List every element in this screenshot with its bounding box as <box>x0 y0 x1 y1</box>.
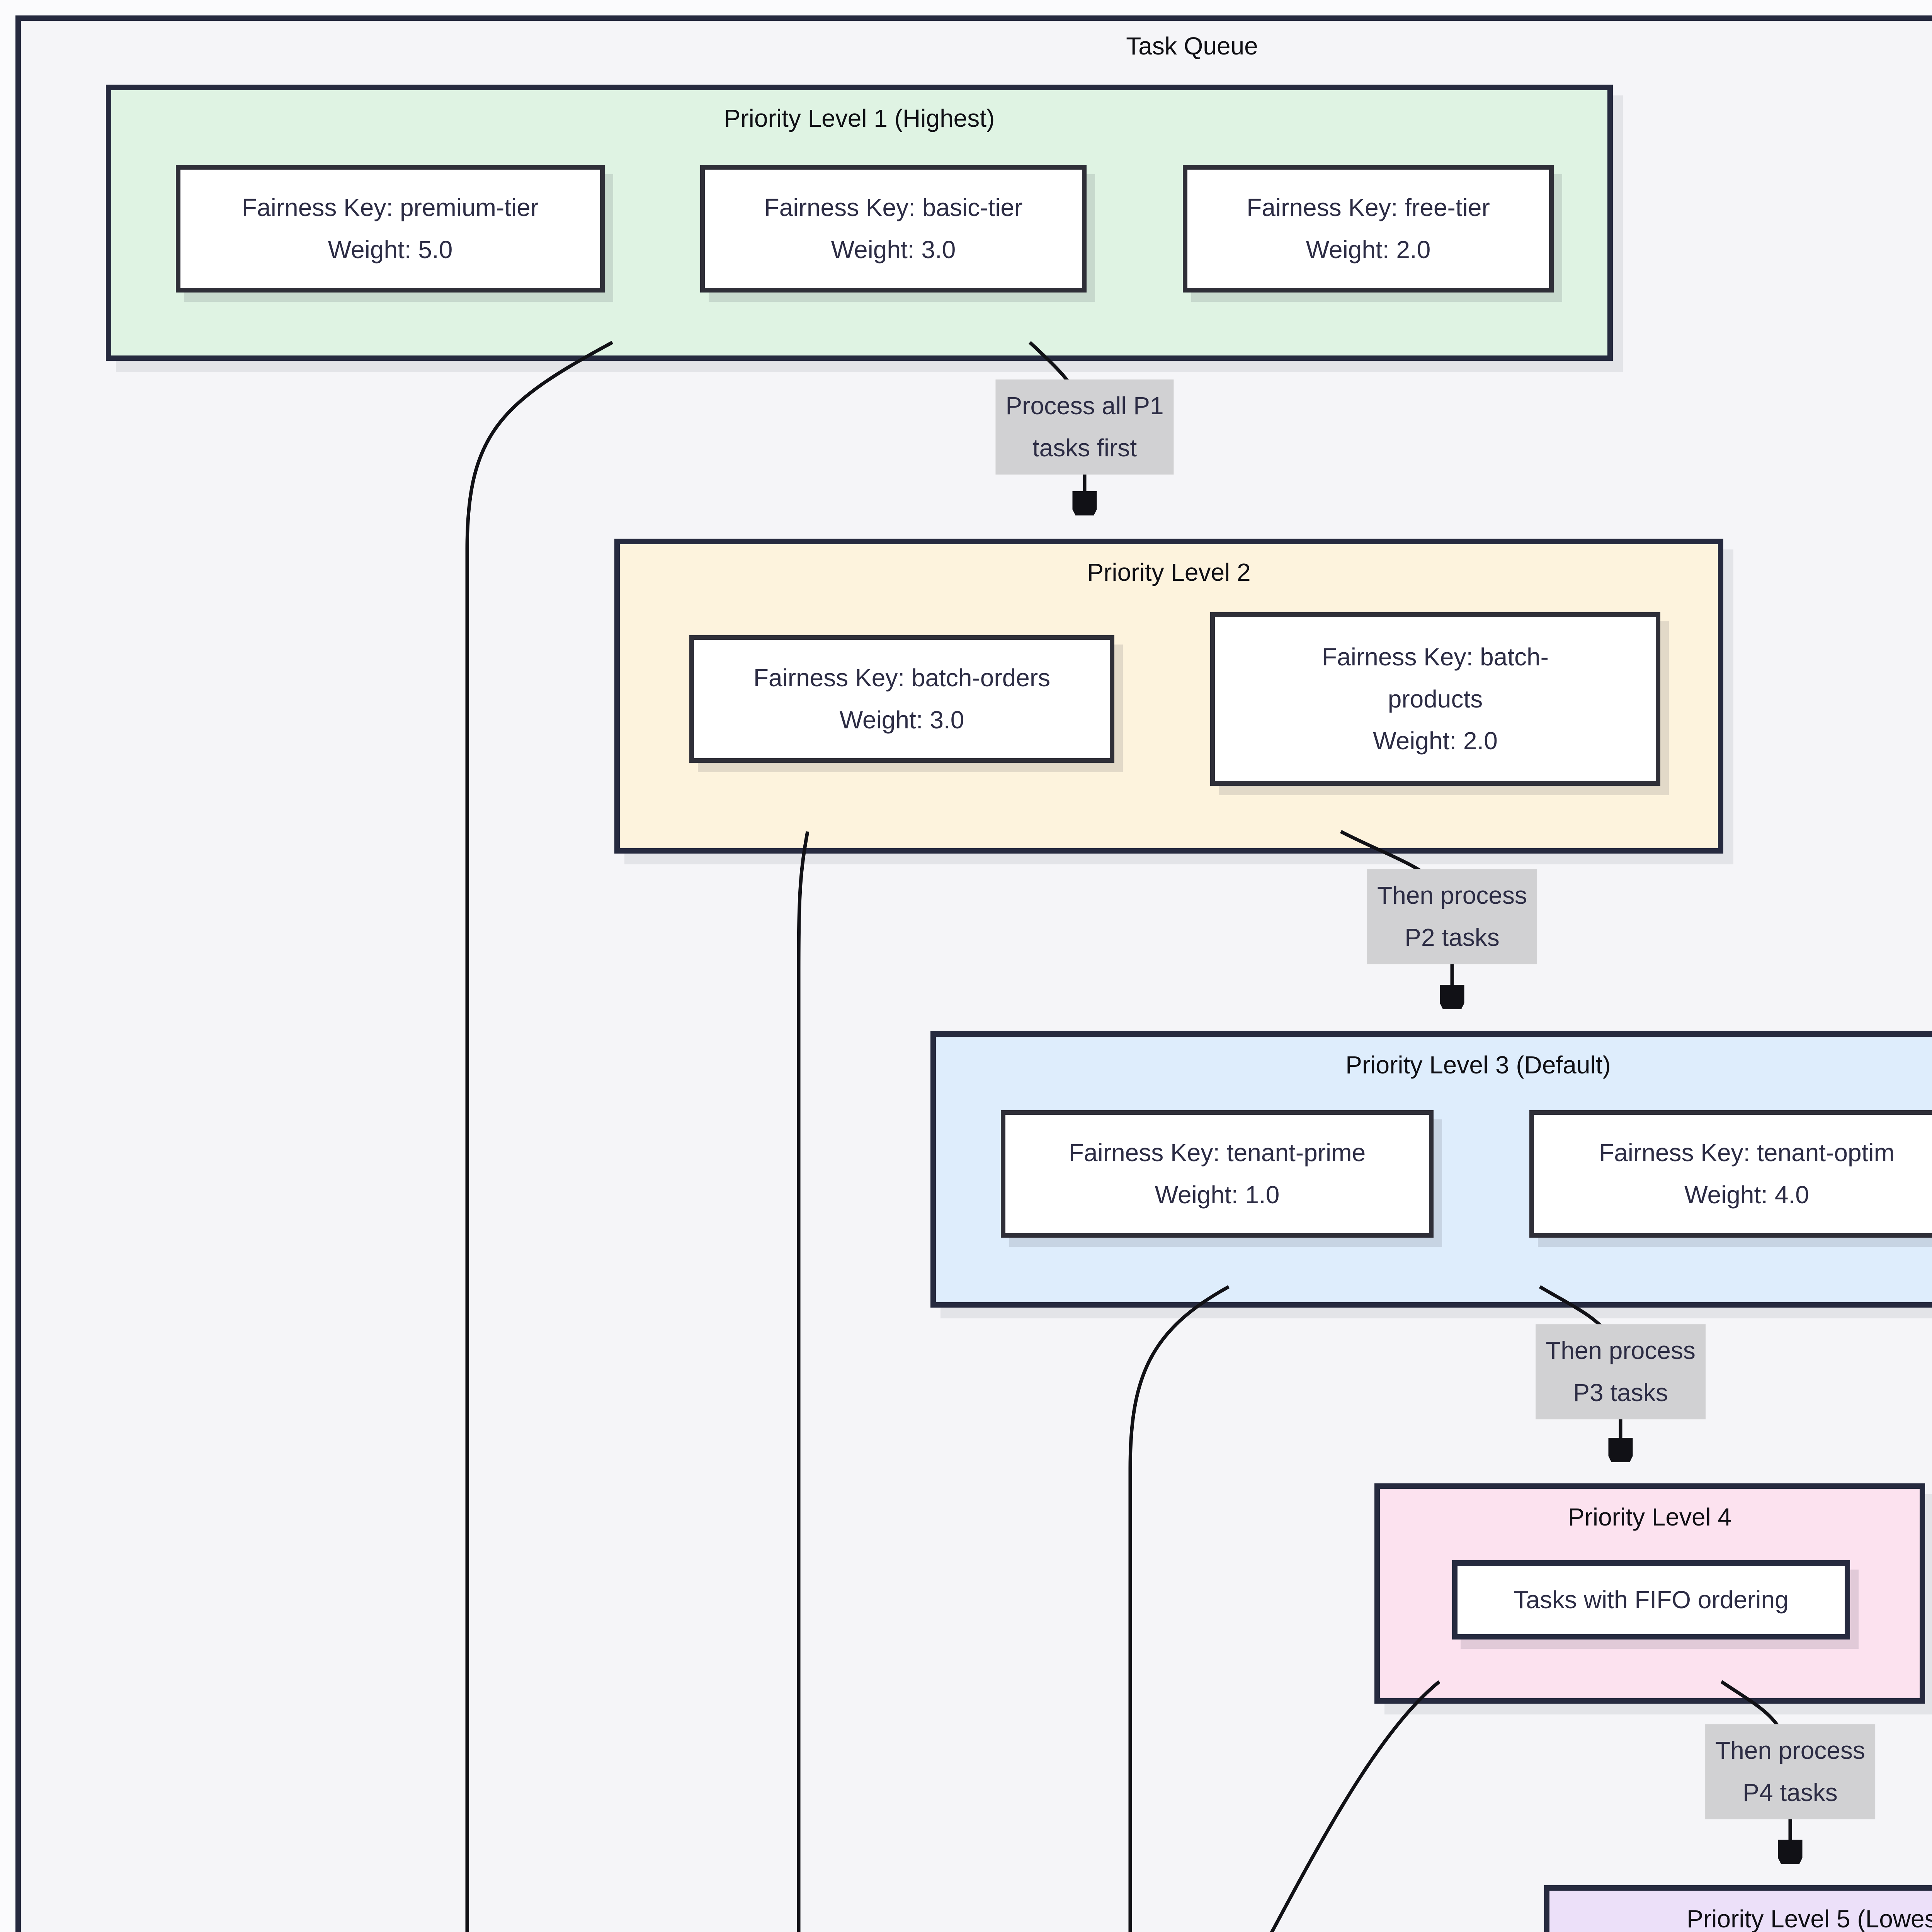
cluster-priority-level-2: Priority Level 2 Fairness Key: batch-ord… <box>614 539 1723 854</box>
node-text-line: Weight: 5.0 <box>328 236 453 264</box>
node-text-line: Fairness Key: free-tier <box>1247 194 1490 222</box>
node-text-line: Fairness Key: tenant-optim <box>1599 1139 1895 1167</box>
cluster-title-p3: Priority Level 3 (Default) <box>1345 1051 1611 1079</box>
node-text-line: Weight: 4.0 <box>1684 1181 1809 1209</box>
cluster-priority-level-1: Priority Level 1 (Highest) Fairness Key:… <box>106 85 1613 361</box>
node-text-line: Fairness Key: batch-orders <box>753 664 1051 692</box>
cluster-priority-level-5: Priority Level 5 (Lowest) Tasks with FIF… <box>1544 1885 1932 1932</box>
node-text-line: Weight: 1.0 <box>1155 1181 1280 1209</box>
node-tenant-optim: Fairness Key: tenant-optim Weight: 4.0 <box>1529 1110 1932 1238</box>
edge-label-process-p4: Then process P4 tasks <box>1705 1724 1875 1819</box>
node-fifo-p4: Tasks with FIFO ordering <box>1452 1560 1850 1639</box>
edge-label-line: Then process <box>1715 1736 1865 1765</box>
edge-label-process-p1: Process all P1 tasks first <box>995 379 1174 474</box>
node-text-line: Weight: 2.0 <box>1373 727 1498 755</box>
edge-label-line: Then process <box>1377 881 1527 910</box>
node-text-line: Tasks with FIFO ordering <box>1514 1586 1789 1614</box>
node-text-line: Fairness Key: premium-tier <box>242 194 539 222</box>
cluster-title-p4: Priority Level 4 <box>1568 1503 1732 1531</box>
node-text-line: Fairness Key: basic-tier <box>764 194 1023 222</box>
cluster-title-p5: Priority Level 5 (Lowest) <box>1687 1905 1932 1932</box>
node-tenant-prime: Fairness Key: tenant-prime Weight: 1.0 <box>1001 1110 1434 1238</box>
node-free-tier: Fairness Key: free-tier Weight: 2.0 <box>1183 165 1554 293</box>
node-premium-tier: Fairness Key: premium-tier Weight: 5.0 <box>176 165 605 293</box>
edge-label-line: Then process <box>1546 1337 1696 1365</box>
edge-label-line: tasks first <box>1032 434 1137 462</box>
node-text-line: Fairness Key: tenant-prime <box>1068 1139 1366 1167</box>
cluster-priority-level-4: Priority Level 4 Tasks with FIFO orderin… <box>1374 1483 1925 1704</box>
edge-label-process-p3: Then process P3 tasks <box>1536 1324 1706 1419</box>
node-text-line: products <box>1388 685 1483 713</box>
edge-label-line: P4 tasks <box>1743 1779 1838 1806</box>
cluster-title-p1: Priority Level 1 (Highest) <box>724 104 995 132</box>
node-batch-orders: Fairness Key: batch-orders Weight: 3.0 <box>689 635 1114 763</box>
node-batch-products: Fairness Key: batch- products Weight: 2.… <box>1210 612 1660 786</box>
node-text-line: Weight: 2.0 <box>1306 236 1431 264</box>
edge-label-line: Process all P1 <box>1005 392 1164 420</box>
node-text-line: Weight: 3.0 <box>839 706 964 734</box>
cluster-title-p2: Priority Level 2 <box>1087 558 1251 586</box>
node-basic-tier: Fairness Key: basic-tier Weight: 3.0 <box>700 165 1087 293</box>
task-queue-container: Task Queue Priority Level 1 (Highest) Fa… <box>15 15 1932 1932</box>
node-text-line: Weight: 3.0 <box>831 236 956 264</box>
edge-label-line: P2 tasks <box>1405 923 1500 951</box>
node-text-line: Fairness Key: batch- <box>1322 643 1549 671</box>
cluster-priority-level-3: Priority Level 3 (Default) Fairness Key:… <box>930 1031 1932 1308</box>
edge-label-line: P3 tasks <box>1573 1379 1668 1406</box>
diagram-title: Task Queue <box>1126 32 1258 60</box>
edge-label-process-p2: Then process P2 tasks <box>1367 869 1537 964</box>
